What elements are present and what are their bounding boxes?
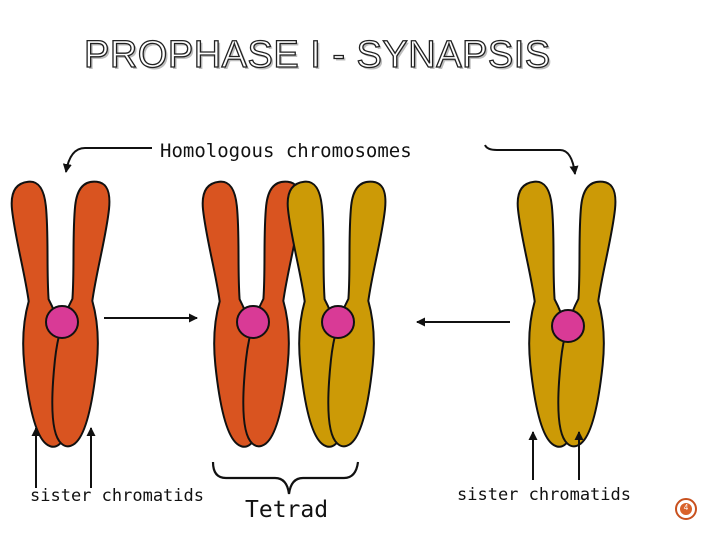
sister-chromatids-label-left: sister chromatids [30, 486, 204, 506]
centromere [321, 305, 355, 339]
homologous-pointer-left [62, 147, 152, 173]
slide-number: 4 [683, 503, 689, 512]
slide-title: PROPHASE I - SYNAPSIS [83, 33, 551, 76]
tetrad-brace [211, 461, 360, 495]
centromere [551, 309, 585, 343]
slide-number-badge: 4 [675, 498, 697, 520]
homologous-pointer-right [484, 144, 579, 175]
centromere [236, 305, 270, 339]
homologous-chromosomes-label: Homologous chromosomes [160, 140, 412, 162]
centromere [45, 305, 79, 339]
sister-chromatids-label-right: sister chromatids [457, 485, 631, 505]
tetrad-label: Tetrad [245, 497, 329, 523]
